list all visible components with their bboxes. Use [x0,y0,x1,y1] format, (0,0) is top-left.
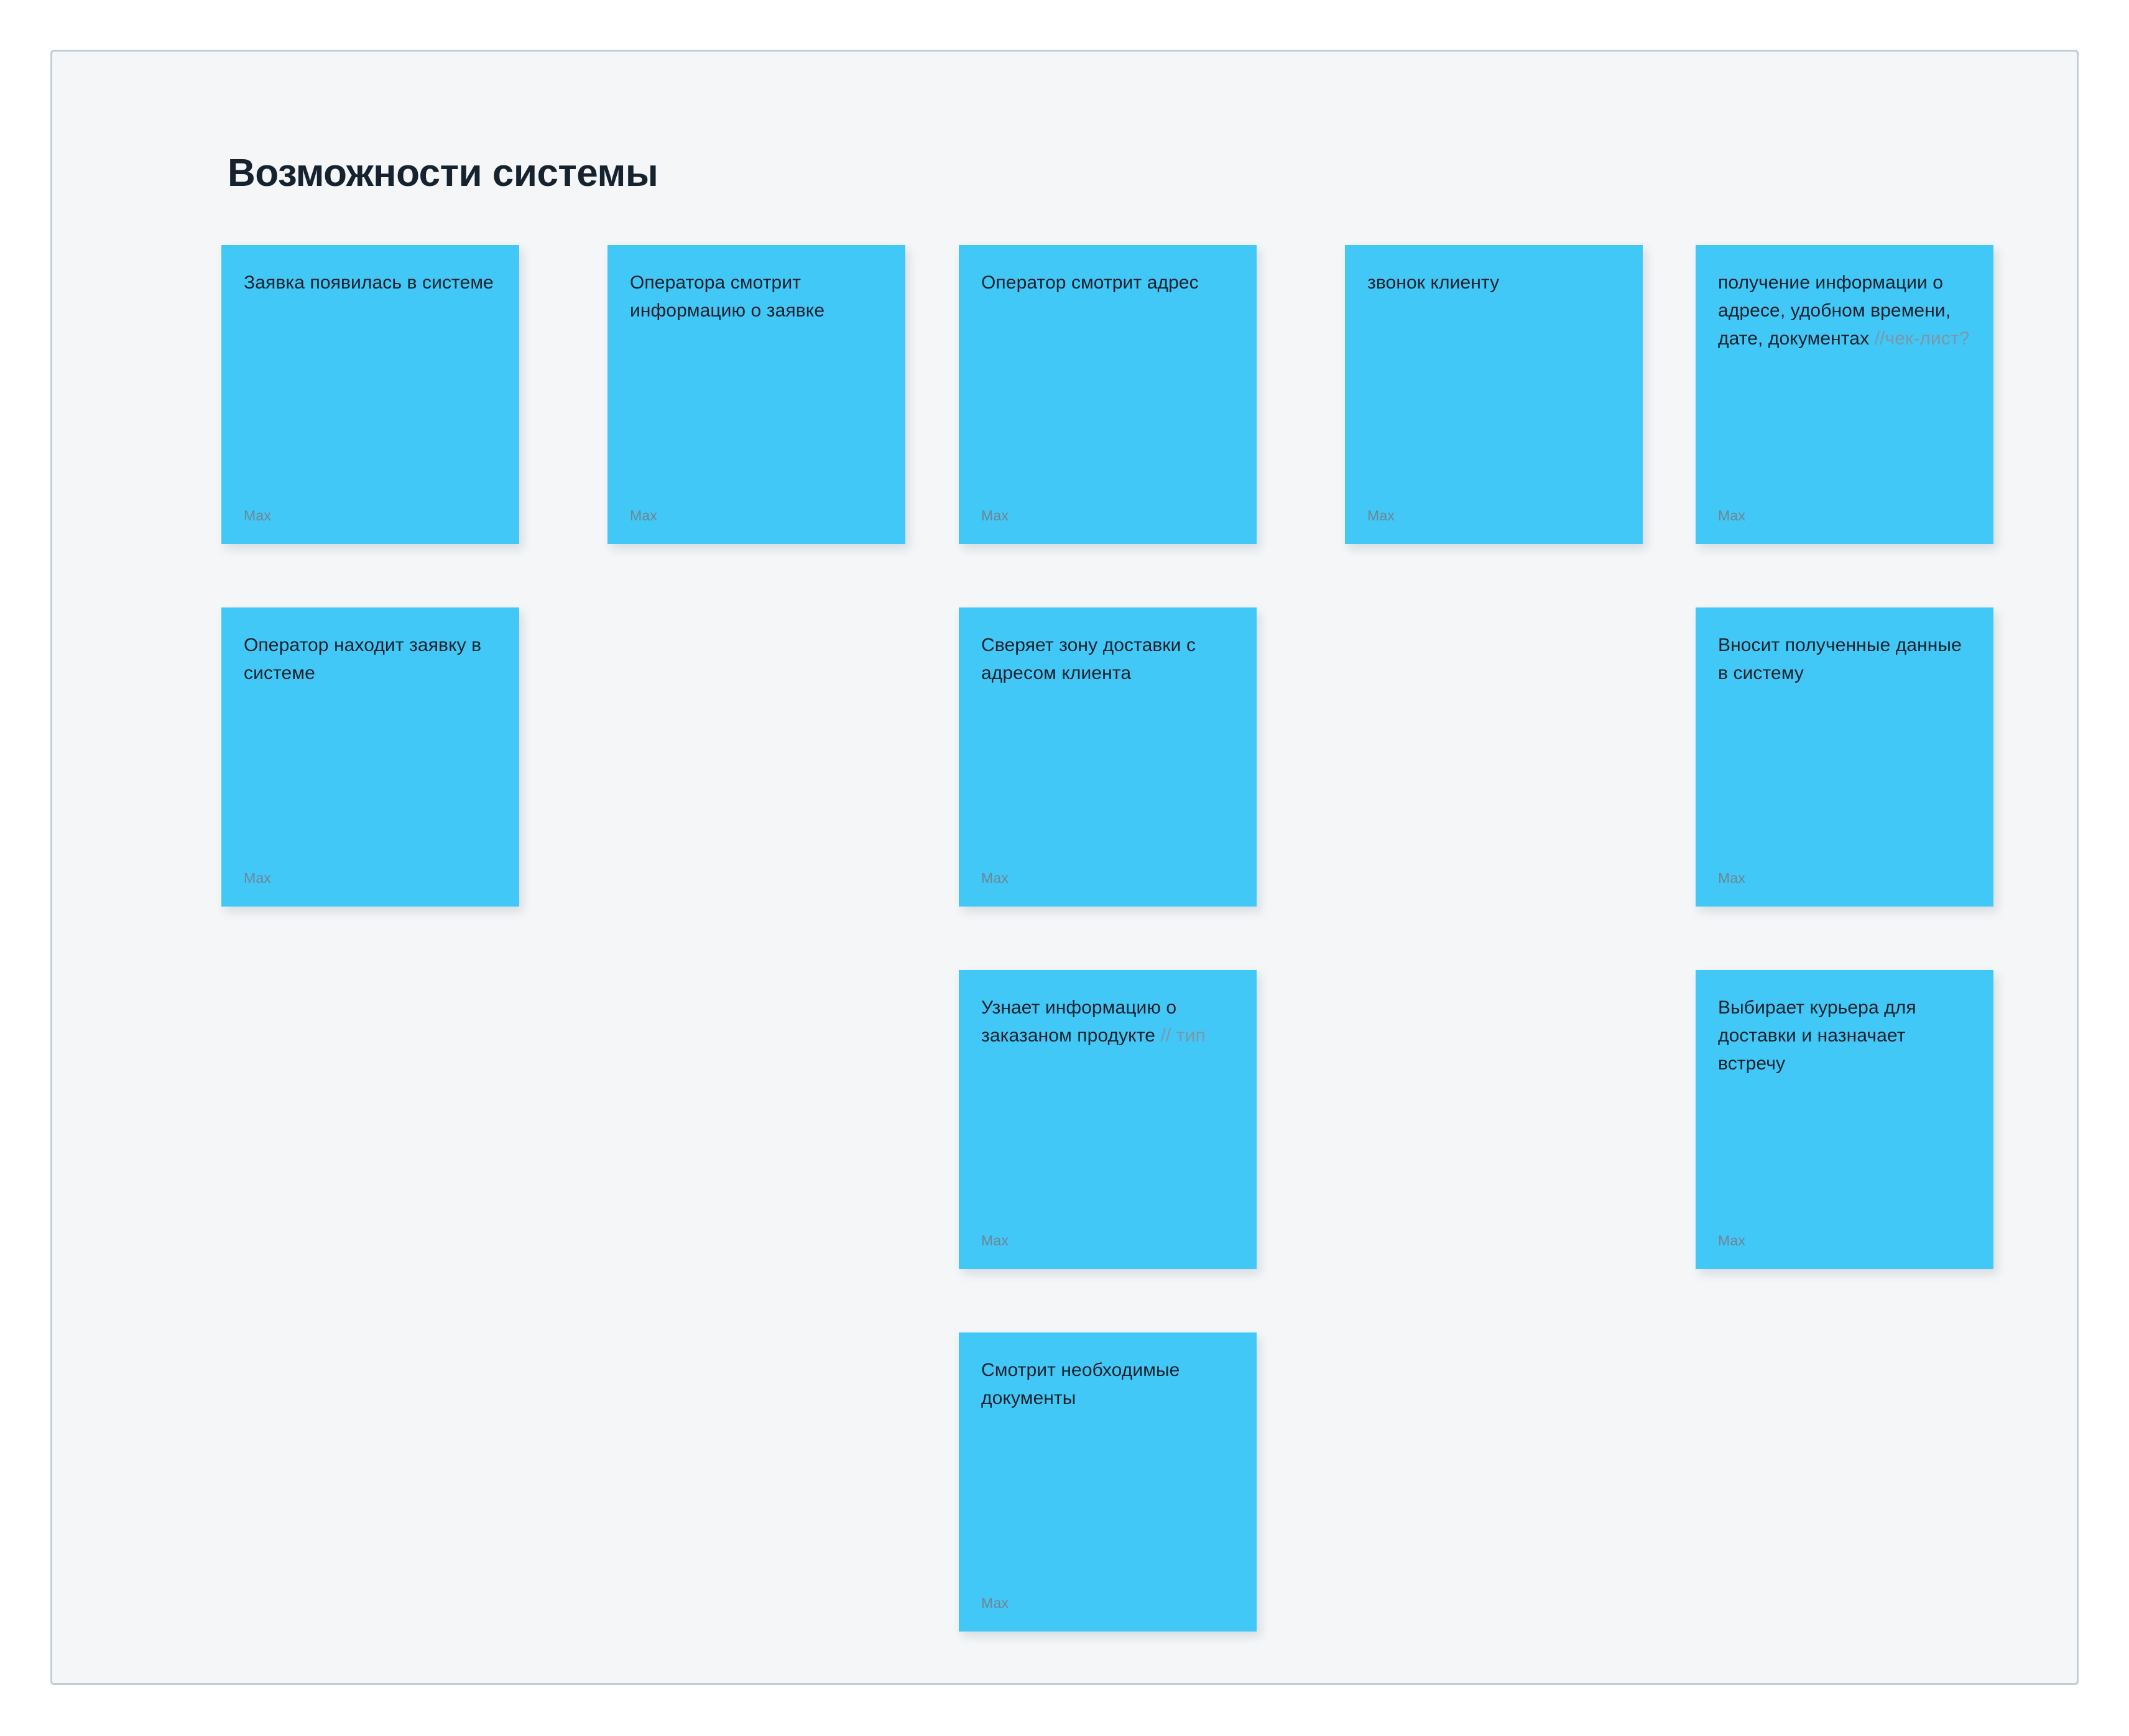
sticky-note-text: Узнает информацию о заказаном продукте /… [981,997,1206,1046]
sticky-note-author: Max [981,870,1009,886]
sticky-note-annotation: //чек-лист? [1874,328,1970,349]
sticky-note-author: Max [1718,870,1746,886]
sticky-note-text: Сверяет зону доставки с адресом клиента [981,635,1201,683]
sticky-note-author: Max [981,507,1009,524]
sticky-note-text: звонок клиенту [1367,272,1500,293]
sticky-note-author: Max [244,870,272,886]
sticky-note-author: Max [981,1232,1009,1249]
sticky-note-author: Max [630,507,658,524]
sticky-note-text: Смотрит необходимые документы [981,1360,1185,1408]
sticky-note-annotation: // тип [1160,1025,1206,1046]
sticky-note-author: Max [981,1595,1009,1611]
sticky-note-text: Оператор находит заявку в системе [244,635,492,683]
sticky-note-text: Выбирает курьера для доставки и назначае… [1718,997,1922,1074]
sticky-note-text: получение информации о адресе, удобном в… [1718,272,1970,349]
sticky-note-author: Max [1718,507,1746,524]
page-title: Возможности системы [228,152,658,195]
sticky-note[interactable]: получение информации о адресе, удобном в… [1696,245,1993,544]
sticky-note-text: Оператора смотрит информацию о заявке [630,272,825,321]
sticky-note[interactable]: Узнает информацию о заказаном продукте /… [959,970,1257,1269]
sticky-note-text: Вносит полученные данные в систему [1718,635,1967,683]
sticky-note-author: Max [244,507,272,524]
sticky-note-author: Max [1718,1232,1746,1249]
board-canvas-frame: Возможности системы Заявка появилась в с… [50,50,2079,1685]
sticky-note[interactable]: Выбирает курьера для доставки и назначае… [1696,970,1993,1269]
sticky-note-author: Max [1367,507,1395,524]
sticky-note-text: Заявка появилась в системе [244,272,494,293]
sticky-note-text: Оператор смотрит адрес [981,272,1199,293]
